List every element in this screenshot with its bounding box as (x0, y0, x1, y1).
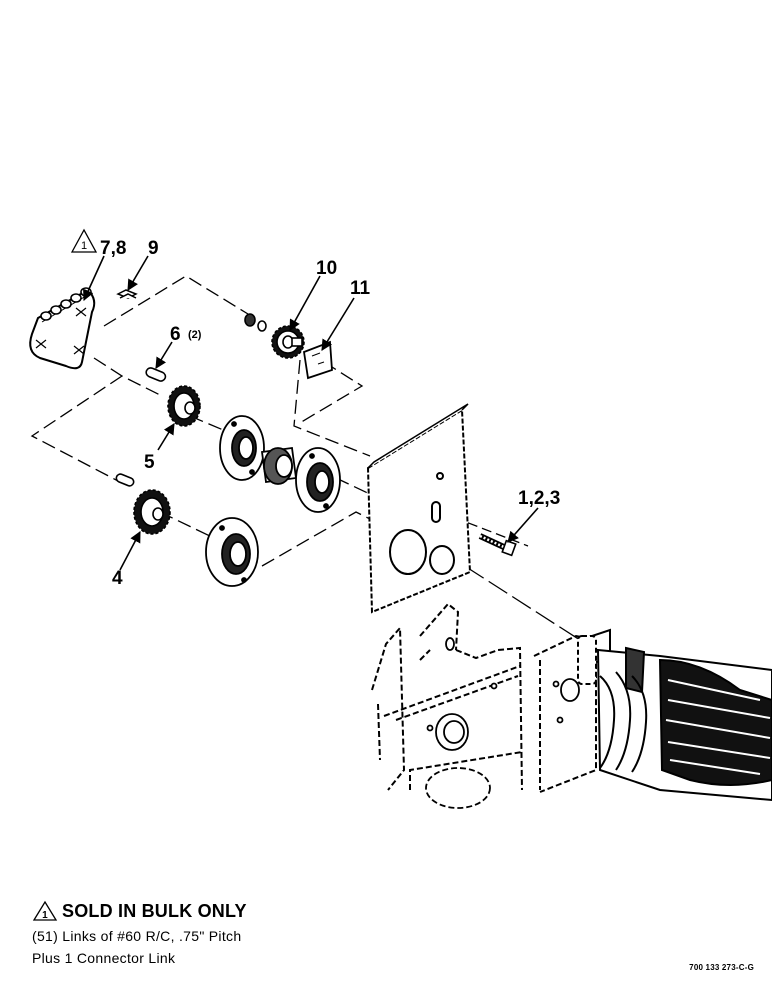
bulk-note: 1 SOLD IN BULK ONLY (51) Links of #60 R/… (32, 900, 452, 967)
bearing-flange-upper-left (219, 415, 265, 481)
bearing-flange-upper-right (295, 447, 341, 513)
drive-roller (577, 628, 772, 802)
callout-lower-sprocket-label: 4 (112, 568, 123, 589)
callout-key-label: 6 (170, 324, 181, 345)
callout-connector-label: 9 (148, 238, 159, 259)
key-lower (115, 473, 135, 487)
warning-triangle-icon: 1 (32, 900, 58, 921)
lower-sprocket (133, 489, 171, 535)
callout-chain-label: 7,8 (100, 238, 126, 259)
reference-code: 700 133 273-C-G (689, 963, 754, 972)
mounting-plate (366, 403, 472, 614)
spacer-plate (303, 340, 333, 380)
bulk-note-title: 1 SOLD IN BULK ONLY (32, 900, 452, 922)
callout-chain-marker: 1 (70, 228, 98, 253)
callout-key-qty: (2) (188, 329, 202, 341)
bulk-note-title-text: SOLD IN BULK ONLY (62, 900, 247, 921)
callout-arrows (83, 255, 539, 571)
baler-frame (371, 602, 523, 791)
callout-spacer-plate-label: 11 (350, 278, 371, 299)
callout-bolts-label: 1,2,3 (518, 488, 560, 509)
bearing-flange-lower (205, 517, 259, 587)
bulk-note-line-1: (51) Links of #60 R/C, .75" Pitch (32, 928, 242, 944)
bearing-insert (260, 446, 298, 485)
roller-chain (29, 287, 96, 370)
callout-drive-sprocket-label: 10 (316, 258, 337, 279)
svg-text:1: 1 (81, 240, 87, 252)
key-upper (145, 367, 167, 382)
bulk-note-line-2: Plus 1 Connector Link (32, 950, 176, 966)
connector-link (116, 289, 138, 299)
upper-sprocket (167, 385, 201, 427)
drive-sprocket (244, 313, 305, 359)
svg-text:1: 1 (42, 910, 48, 921)
callout-upper-sprocket-label: 5 (144, 452, 155, 473)
frame-holes (425, 637, 588, 809)
